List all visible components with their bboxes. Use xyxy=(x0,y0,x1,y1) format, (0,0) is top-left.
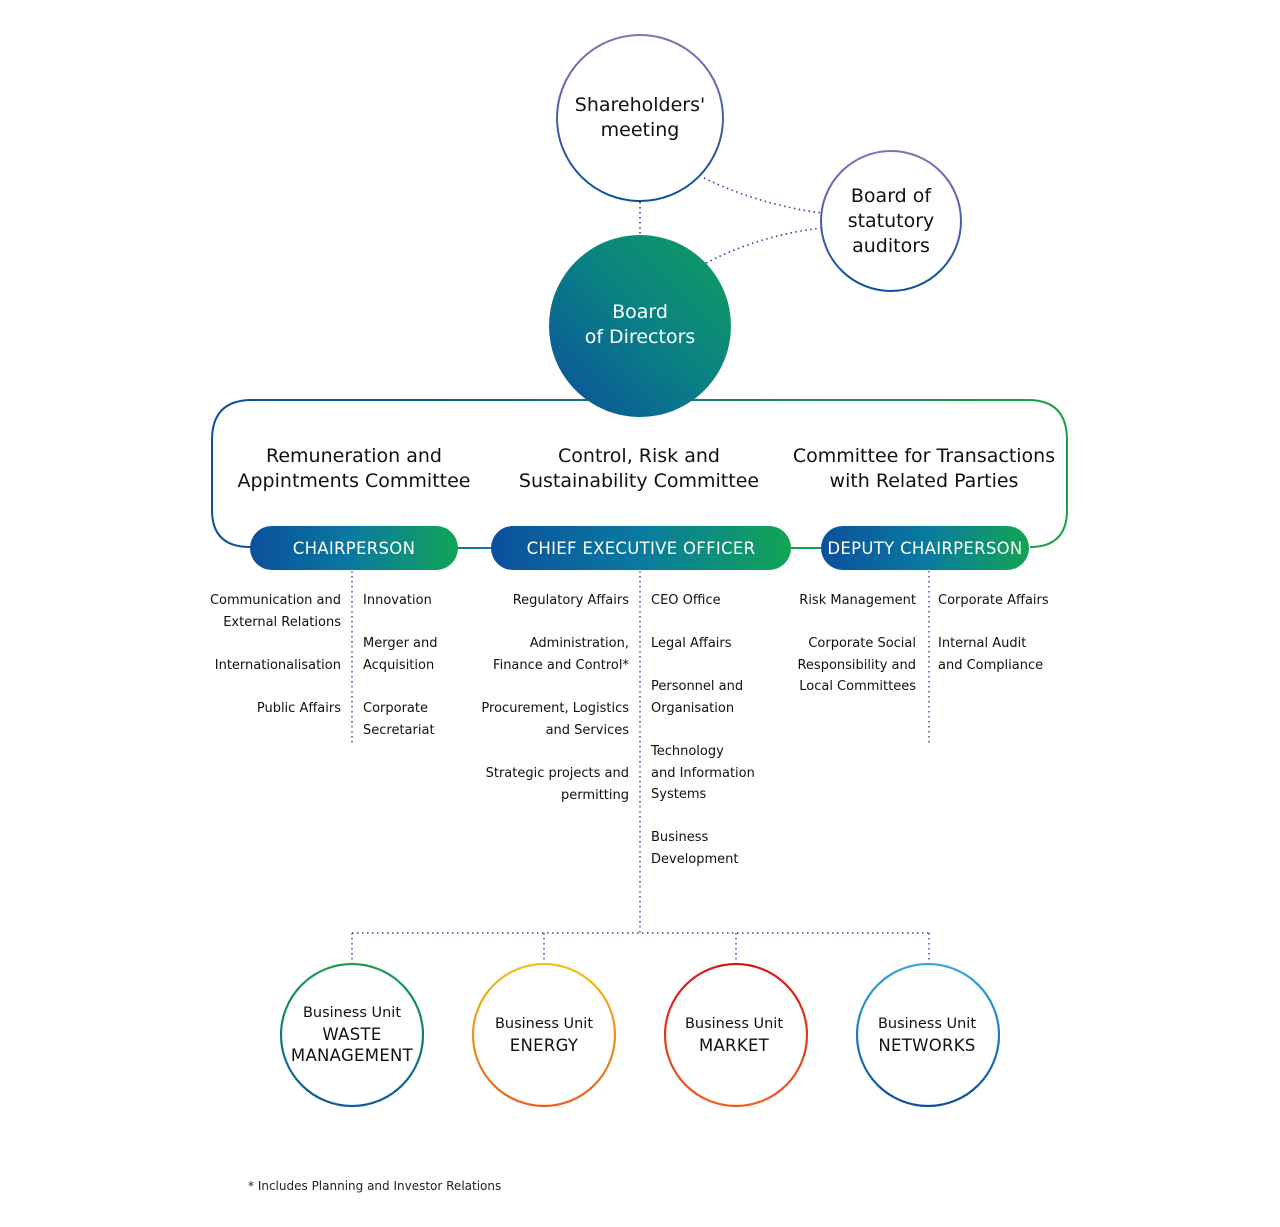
bu-name: MARKET xyxy=(698,1036,770,1055)
shareholders-line1: Shareholders' xyxy=(574,94,706,116)
ceo-function: CEO Office xyxy=(651,590,721,612)
auditors-line1: Board of xyxy=(850,185,932,207)
ceo-function: Strategic projects and permitting xyxy=(486,763,629,806)
board-circle xyxy=(549,235,731,417)
chair-function: Public Affairs xyxy=(257,698,341,720)
deputy-chairperson-pill: DEPUTY CHAIRPERSON xyxy=(821,526,1029,570)
function-line: Corporate Affairs xyxy=(938,593,1049,608)
function-line: and Compliance xyxy=(938,657,1044,673)
function-line: Secretariat xyxy=(363,722,435,738)
function-line: Finance and Control* xyxy=(493,657,629,673)
committee-line1: Remuneration and xyxy=(266,445,442,467)
bu-market-label: Business Unit MARKET xyxy=(659,1014,809,1056)
ceo-function: Administration, Finance and Control* xyxy=(493,633,629,676)
bu-prefix: Business Unit xyxy=(877,1016,977,1032)
chair-function: Internationalisation xyxy=(215,655,341,677)
bu-prefix: Business Unit xyxy=(684,1016,784,1032)
function-line: Personnel and xyxy=(651,679,744,694)
chairperson-pill: CHAIRPERSON xyxy=(250,526,458,570)
function-line: External Relations xyxy=(223,614,341,630)
committee-line2: Appintments Committee xyxy=(237,470,471,492)
function-line: Development xyxy=(651,851,739,867)
bu-prefix: Business Unit xyxy=(302,1005,402,1021)
top-connectors xyxy=(639,177,823,264)
chair-function: Communication and External Relations xyxy=(210,590,341,633)
bu-waste-circle xyxy=(279,962,425,1108)
bu-energy-circle xyxy=(471,962,617,1108)
bu-name: MANAGEMENT xyxy=(290,1046,414,1065)
function-line: Corporate Social xyxy=(808,636,916,651)
committee-remuneration: Remuneration and Appintments Committee xyxy=(214,444,494,494)
function-line: and Information xyxy=(651,765,755,781)
committee-related-parties: Committee for Transactions with Related … xyxy=(784,444,1064,494)
auditors-circle xyxy=(820,150,962,292)
shareholders-circle xyxy=(556,34,724,202)
function-line: Internationalisation xyxy=(214,658,341,673)
ceo-function: Technology and Information Systems xyxy=(651,741,755,806)
bu-waste-label: Business Unit WASTE MANAGEMENT xyxy=(277,1003,427,1066)
function-line: Systems xyxy=(651,787,707,802)
committee-line1: Committee for Transactions xyxy=(792,445,1056,467)
function-line: Corporate xyxy=(363,701,428,716)
footnote: * Includes Planning and Investor Relatio… xyxy=(248,1179,502,1193)
committee-control-risk: Control, Risk and Sustainability Committ… xyxy=(499,444,779,494)
auditors-line2: statutory xyxy=(847,210,935,232)
bu-market-circle xyxy=(663,962,809,1108)
function-line: Strategic projects and xyxy=(485,766,629,781)
chair-function: Corporate Secretariat xyxy=(363,698,435,741)
ceo-function: Procurement, Logistics and Services xyxy=(481,698,629,741)
committee-line2: Sustainability Committee xyxy=(518,470,760,492)
committee-line1: Control, Risk and xyxy=(558,445,720,467)
bu-networks-label: Business Unit NETWORKS xyxy=(852,1014,1002,1056)
bu-prefix: Business Unit xyxy=(494,1016,594,1032)
bu-name: NETWORKS xyxy=(878,1036,976,1055)
committee-line2: with Related Parties xyxy=(829,470,1019,492)
shareholders-line2: meeting xyxy=(600,119,680,141)
function-line: Procurement, Logistics xyxy=(481,701,629,716)
bu-energy-label: Business Unit ENERGY xyxy=(469,1014,619,1056)
function-line: Administration, xyxy=(529,636,629,651)
function-line: Risk Management xyxy=(799,593,916,608)
function-line: and Services xyxy=(545,722,629,738)
ceo-function: Personnel and Organisation xyxy=(651,676,743,719)
function-line: Regulatory Affairs xyxy=(512,593,629,608)
function-line: Technology xyxy=(651,744,724,759)
chair-function: Merger and Acquisition xyxy=(363,633,438,676)
deputy-function: Internal Audit and Compliance xyxy=(938,633,1043,676)
function-line: Innovation xyxy=(363,593,432,608)
deputy-function: Corporate Affairs xyxy=(938,590,1049,612)
function-line: Organisation xyxy=(651,700,735,716)
deputy-function: Corporate Social Responsibility and Loca… xyxy=(797,633,916,698)
function-line: Business xyxy=(651,830,709,845)
ceo-function: Legal Affairs xyxy=(651,633,732,655)
board-label: Board of Directors xyxy=(560,300,720,350)
ceo-function: Business Development xyxy=(651,827,739,870)
shareholders-label: Shareholders' meeting xyxy=(560,93,720,143)
board-line2: of Directors xyxy=(584,326,696,348)
function-line: permitting xyxy=(561,787,629,803)
board-line1: Board xyxy=(612,301,668,323)
bu-name: WASTE xyxy=(322,1025,382,1044)
ceo-pill: CHIEF EXECUTIVE OFFICER xyxy=(491,526,791,570)
function-line: Communication and xyxy=(209,593,341,608)
function-line: Legal Affairs xyxy=(651,636,732,651)
deputy-function: Risk Management xyxy=(799,590,916,612)
function-line: Local Committees xyxy=(799,679,916,694)
bu-name: ENERGY xyxy=(509,1036,579,1055)
function-line: CEO Office xyxy=(651,593,721,608)
function-line: Merger and xyxy=(363,636,438,651)
ceo-function: Regulatory Affairs xyxy=(513,590,629,612)
function-line: Responsibility and xyxy=(797,657,916,673)
function-line: Public Affairs xyxy=(256,701,341,716)
auditors-line3: auditors xyxy=(852,235,930,257)
function-line: Internal Audit xyxy=(938,636,1027,651)
bu-networks-circle xyxy=(855,962,1001,1108)
chair-function: Innovation xyxy=(363,590,432,612)
function-dividers xyxy=(351,571,930,962)
function-line: Acquisition xyxy=(363,657,435,673)
auditors-label: Board of statutory auditors xyxy=(821,184,961,259)
